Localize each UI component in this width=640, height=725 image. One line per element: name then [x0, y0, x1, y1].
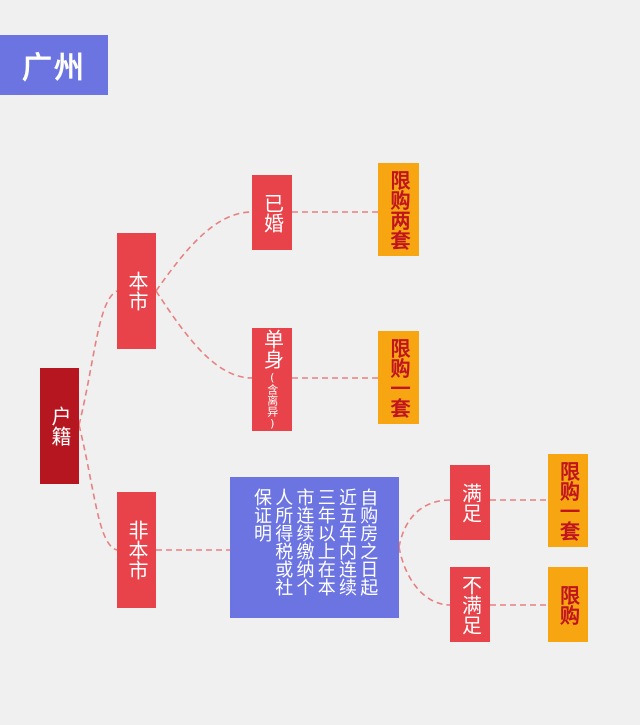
node-bumanzu: 不满足 [450, 567, 490, 642]
node-manzu: 满足 [450, 465, 490, 540]
result-bumanzu-label: 限购 [556, 584, 581, 625]
page-title: 广州 [0, 35, 108, 95]
link-condition-manzu [398, 499, 451, 548]
node-bumanzu-label: 不满足 [458, 574, 483, 635]
node-manzu-label: 满足 [458, 482, 483, 523]
node-feibenshi: 非本市 [117, 492, 156, 608]
node-benshi: 本市 [117, 233, 156, 349]
link-condition-bumanzu [398, 546, 451, 606]
node-huji: 户籍 [40, 368, 79, 484]
link-huji-feibenshi [78, 424, 118, 551]
node-yihun-label: 已婚 [260, 192, 285, 233]
node-danshen: 单身 (含离异) [252, 328, 292, 431]
link-benshi-danshen [155, 290, 253, 379]
node-danshen-label: 单身 [260, 329, 285, 369]
result-yihun-label: 限购两套 [387, 169, 411, 250]
node-benshi-label: 本市 [125, 271, 149, 311]
result-danshen-label: 限购一套 [387, 337, 411, 418]
link-huji-benshi [78, 290, 118, 426]
result-bumanzu: 限购 [548, 567, 588, 642]
result-yihun: 限购两套 [378, 163, 419, 256]
node-danshen-note: (含离异) [265, 371, 279, 430]
result-manzu: 限购一套 [548, 454, 588, 547]
condition-box: 自购房之日起近五年内连续三年以上在本市连续缴纳个人所得税或社保证明 [230, 477, 399, 618]
condition-text: 自购房之日起近五年内连续三年以上在本市连续缴纳个人所得税或社保证明 [251, 487, 379, 596]
node-feibenshi-label: 非本市 [125, 520, 149, 580]
node-huji-label: 户籍 [48, 406, 72, 446]
result-danshen: 限购一套 [378, 331, 419, 424]
node-yihun: 已婚 [252, 175, 292, 250]
result-manzu-label: 限购一套 [556, 460, 581, 541]
link-benshi-yihun [155, 211, 253, 292]
